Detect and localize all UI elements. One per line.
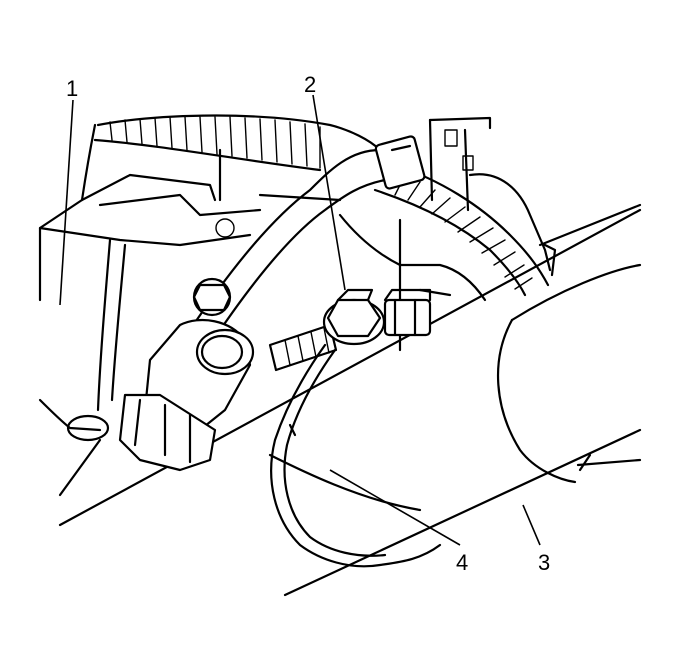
sensor-wire [188,135,426,347]
callout-4: 4 [456,550,468,575]
ground-strap-4 [270,343,442,568]
exhaust-pipe [58,203,642,597]
leader-line-4 [329,469,461,546]
wiring-harness [93,114,550,297]
bolt-2 [268,288,432,372]
leader-line-1 [59,99,74,306]
leader-lines [59,94,541,546]
leader-line-2 [312,94,346,291]
callout-1: 1 [66,76,78,101]
oxygen-sensor [118,277,255,472]
callout-3: 3 [538,550,550,575]
mounting-bracket [428,116,557,277]
leader-line-3 [522,504,541,546]
callout-2: 2 [304,72,316,97]
engine-block [38,123,487,497]
